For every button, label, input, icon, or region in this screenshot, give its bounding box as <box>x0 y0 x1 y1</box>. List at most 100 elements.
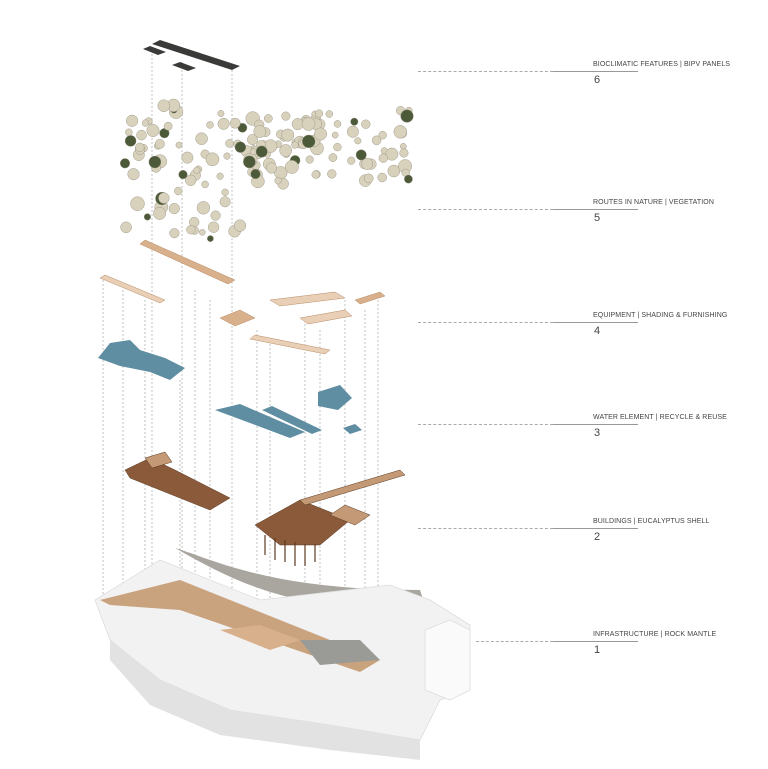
tree <box>136 129 147 141</box>
leader-dash-2 <box>418 528 553 529</box>
layer-1-title: INFRASTRUCTURE | ROCK MANTLE <box>593 631 717 638</box>
tree <box>333 143 342 152</box>
tree <box>250 148 257 156</box>
tree <box>263 114 273 123</box>
leader-dash-3 <box>418 424 553 425</box>
tree <box>234 141 247 153</box>
tree <box>281 111 291 121</box>
projection-lines <box>102 50 379 660</box>
layer-1-number: 1 <box>594 644 601 656</box>
vegetation <box>119 98 414 242</box>
water-elements <box>98 340 362 438</box>
layer-3-number: 3 <box>594 427 601 439</box>
tree <box>311 170 320 179</box>
tree <box>159 128 170 139</box>
leader-line-4 <box>553 322 638 323</box>
tree <box>363 173 374 184</box>
layer-6-number: 6 <box>594 74 601 86</box>
tree <box>135 142 145 152</box>
layer-4-title: EQUIPMENT | SHADING & FURNISHING <box>593 312 728 319</box>
tree <box>354 137 362 145</box>
tree <box>346 125 359 138</box>
tree <box>314 127 327 141</box>
layer-3-title: WATER ELEMENT | RECYCLE & REUSE <box>593 414 727 421</box>
tree <box>181 151 194 164</box>
leader-dash-5 <box>418 209 553 210</box>
tree <box>206 121 214 129</box>
tree <box>305 155 314 164</box>
tree <box>175 141 183 149</box>
tree <box>266 162 278 174</box>
tree <box>193 166 201 174</box>
tree <box>378 130 387 140</box>
tree <box>361 119 371 129</box>
tree <box>186 225 196 235</box>
tree <box>208 221 220 233</box>
leader-line-1 <box>553 641 638 642</box>
leader-line-6 <box>553 71 638 72</box>
tree <box>291 141 299 149</box>
leader-dash-6 <box>418 71 553 72</box>
tree <box>250 168 261 179</box>
tree <box>169 228 180 239</box>
tree <box>253 125 267 138</box>
layer-2-title: BUILDINGS | EUCALYPTUS SHELL <box>593 518 710 525</box>
tree <box>207 235 214 242</box>
buildings <box>124 451 406 566</box>
tree <box>255 145 268 158</box>
tree <box>279 144 293 157</box>
tree <box>199 229 206 236</box>
tree <box>301 117 316 131</box>
tree <box>168 203 180 215</box>
leader-line-3 <box>553 424 638 425</box>
tree <box>331 131 339 139</box>
tree <box>393 125 407 139</box>
tree <box>119 158 130 169</box>
tree <box>350 117 359 126</box>
tree <box>125 128 133 137</box>
tree <box>201 180 209 189</box>
tree <box>141 119 150 127</box>
tree <box>302 134 316 149</box>
equipment-shading <box>99 239 386 355</box>
layer-4-number: 4 <box>594 325 601 337</box>
tree <box>247 134 258 146</box>
tree <box>281 128 295 142</box>
layer-5-title: ROUTES IN NATURE | VEGETATION <box>593 199 715 206</box>
tree <box>143 213 151 221</box>
tree <box>130 196 145 211</box>
tree <box>378 153 388 163</box>
layer-2-number: 2 <box>594 531 601 543</box>
tree <box>205 152 220 167</box>
rock-mantle <box>94 548 471 760</box>
tree <box>328 153 338 162</box>
tree <box>219 196 231 208</box>
tree <box>178 170 188 180</box>
tree <box>325 110 333 118</box>
layer-6-title: BIOCLIMATIC FEATURES | BIPV PANELS <box>593 61 731 68</box>
tree <box>174 186 183 196</box>
leader-dash-4 <box>418 322 553 323</box>
tree <box>387 164 400 178</box>
tree <box>153 206 167 220</box>
bipv-panels <box>143 40 240 71</box>
tree <box>327 169 337 179</box>
tree <box>285 160 299 174</box>
tree <box>371 135 382 146</box>
tree <box>404 174 413 184</box>
tree <box>221 188 229 196</box>
tree <box>399 148 409 158</box>
tree <box>217 110 225 117</box>
tree <box>154 139 165 149</box>
tree <box>157 99 171 112</box>
tree <box>146 124 160 137</box>
tree <box>377 172 387 183</box>
leader-line-5 <box>553 209 638 210</box>
tree <box>163 121 173 131</box>
tree <box>127 168 140 181</box>
tree <box>274 177 282 185</box>
tree <box>333 120 342 128</box>
tree <box>243 155 256 169</box>
tree <box>217 117 230 130</box>
